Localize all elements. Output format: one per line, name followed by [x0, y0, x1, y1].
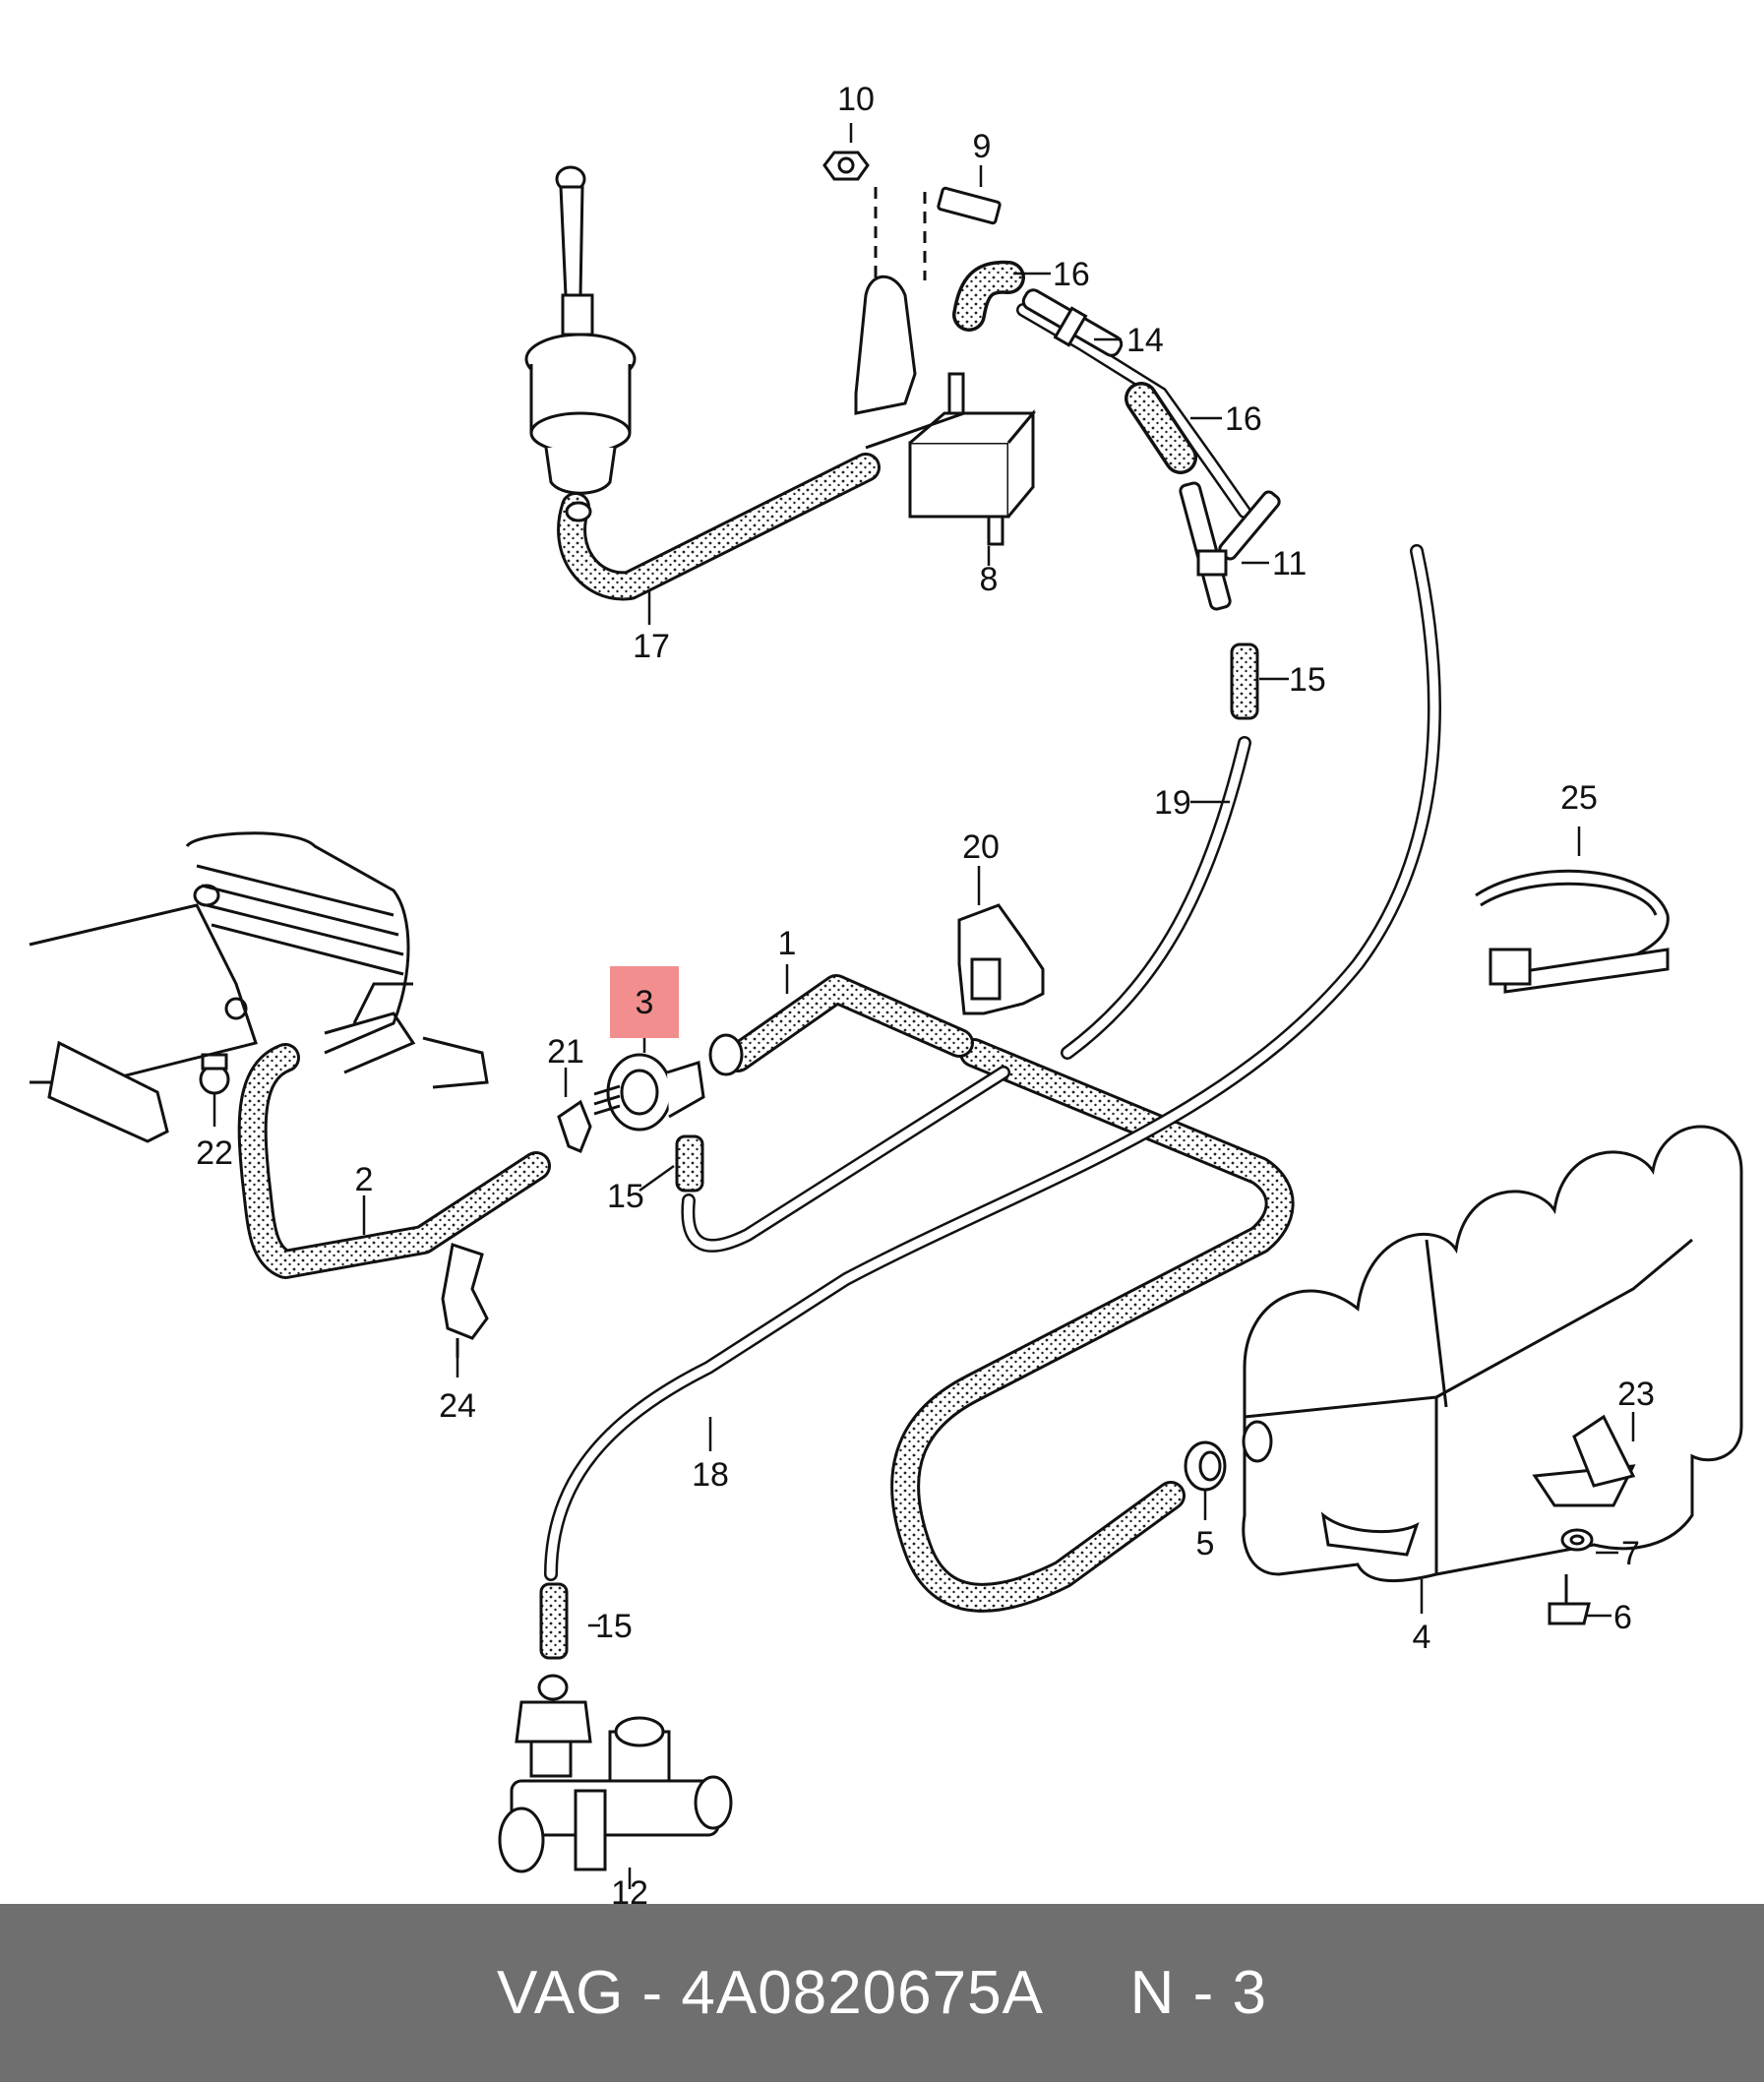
- hose-18-upper: [890, 1038, 1295, 1613]
- vacuum-unit-top: [524, 165, 637, 522]
- valve-part-8: [854, 275, 1037, 546]
- part-21: [557, 1099, 592, 1153]
- hose-part-16-mid: [1125, 382, 1197, 474]
- callout-6: 6: [1613, 1599, 1632, 1636]
- callout-15a: 15: [1289, 661, 1326, 699]
- valve-part-12: [498, 1674, 733, 1873]
- callout-17: 17: [633, 628, 670, 665]
- callout-25: 25: [1560, 779, 1598, 817]
- callout-24: 24: [439, 1387, 476, 1425]
- parts-diagram: 10 9 16 14 16 8 11 17 15 19 25 20 1 3 21…: [29, 81, 1743, 1904]
- callout-21: 21: [547, 1033, 584, 1071]
- tee-part-11: [1179, 481, 1281, 611]
- callout-15b: 15: [607, 1178, 644, 1215]
- screw-part-6: [1548, 1574, 1591, 1625]
- callout-7: 7: [1621, 1535, 1640, 1572]
- callout-9: 9: [973, 128, 992, 165]
- callout-22: 22: [196, 1134, 233, 1172]
- grommet-part-5: [1184, 1440, 1227, 1492]
- sleeve-part-15-b: [675, 1134, 704, 1193]
- callout-3: 3: [636, 984, 654, 1021]
- line-main: [544, 544, 1441, 1581]
- valve-part-3: [593, 1033, 744, 1132]
- hose-2: [237, 1043, 551, 1279]
- callout-16b: 16: [1225, 400, 1262, 438]
- clamp-part-22: [199, 1053, 230, 1095]
- clip-part-20: [957, 903, 1045, 1015]
- hose-1: [723, 974, 974, 1072]
- hose-17: [557, 453, 881, 601]
- hose-part-16-top: [952, 260, 1025, 332]
- washer-part-7: [1560, 1528, 1594, 1552]
- callout-1: 1: [778, 925, 797, 962]
- callout-12: 12: [611, 1874, 648, 1904]
- callout-14: 14: [1126, 322, 1164, 359]
- callout-20: 20: [962, 828, 1000, 866]
- intake-manifold: [29, 831, 489, 1143]
- bolt-part-9: [923, 186, 1002, 280]
- clamp-part-25: [1475, 869, 1670, 994]
- sleeve-part-15-a: [1230, 643, 1259, 720]
- callout-8: 8: [980, 561, 999, 598]
- bracket-part-23: [1572, 1414, 1636, 1488]
- callout-16a: 16: [1053, 256, 1090, 293]
- resonator-part-4: [1242, 1125, 1743, 1583]
- callout-11: 11: [1272, 545, 1307, 582]
- part-number-text: VAG - 4A0820675A N - 3: [496, 1959, 1268, 2027]
- sleeve-part-15-c: [539, 1582, 569, 1660]
- hose-19: [1061, 736, 1251, 1060]
- callout-4: 4: [1413, 1619, 1431, 1656]
- callout-15c: 15: [595, 1608, 633, 1645]
- callout-labels: 10 9 16 14 16 8 11 17 15 19 25 20 1 3 21…: [196, 81, 1655, 1904]
- callout-23: 23: [1617, 1376, 1655, 1413]
- line-15-elbow: [681, 1066, 1010, 1253]
- callout-10: 10: [837, 81, 875, 118]
- highlight-part-3: [610, 966, 679, 1038]
- nut-part-10: [822, 151, 878, 280]
- callout-19: 19: [1154, 784, 1191, 822]
- callout-18: 18: [692, 1456, 729, 1494]
- callout-2: 2: [355, 1161, 374, 1198]
- part-number-footer: VAG - 4A0820675A N - 3: [0, 1904, 1764, 2082]
- callout-5: 5: [1196, 1525, 1215, 1562]
- bracket-part-24: [441, 1243, 489, 1358]
